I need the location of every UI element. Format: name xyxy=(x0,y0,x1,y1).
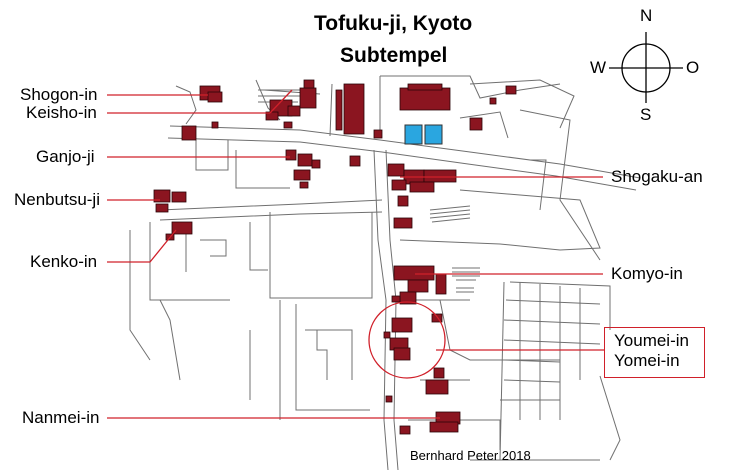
leader-lines xyxy=(107,89,604,419)
label-shogaku-an: Shogaku-an xyxy=(611,167,703,186)
label-shogon-in: Shogon-in xyxy=(20,85,98,104)
label-nanmei-in: Nanmei-in xyxy=(22,408,100,427)
label-youmei-in: Youmei-in xyxy=(614,331,689,350)
compass-north-label: N xyxy=(640,6,653,25)
map-title-line1: Tofuku-ji, Kyoto xyxy=(314,12,473,35)
compass-east-label: O xyxy=(686,58,700,77)
label-nenbutsu-ji: Nenbutsu-ji xyxy=(14,190,100,209)
buildings xyxy=(153,79,517,435)
label-keisho-in: Keisho-in xyxy=(26,103,97,122)
compass-rose-icon xyxy=(609,32,683,103)
youmei-in-highlight-circle xyxy=(368,301,446,379)
label-kenko-in: Kenko-in xyxy=(30,252,98,271)
compass-south-label: S xyxy=(640,105,652,124)
youmei-in-label-box xyxy=(604,327,705,378)
map-title-line2: Subtempel xyxy=(340,44,448,67)
label-ganjo-ji: Ganjo-ji xyxy=(36,147,95,166)
label-yomei-in: Yomei-in xyxy=(614,351,680,370)
label-komyo-in: Komyo-in xyxy=(611,264,683,283)
road-network xyxy=(129,75,641,471)
ponds xyxy=(404,124,443,145)
map-credit: Bernhard Peter 2018 xyxy=(410,448,531,463)
compass-west-label: W xyxy=(590,58,607,77)
